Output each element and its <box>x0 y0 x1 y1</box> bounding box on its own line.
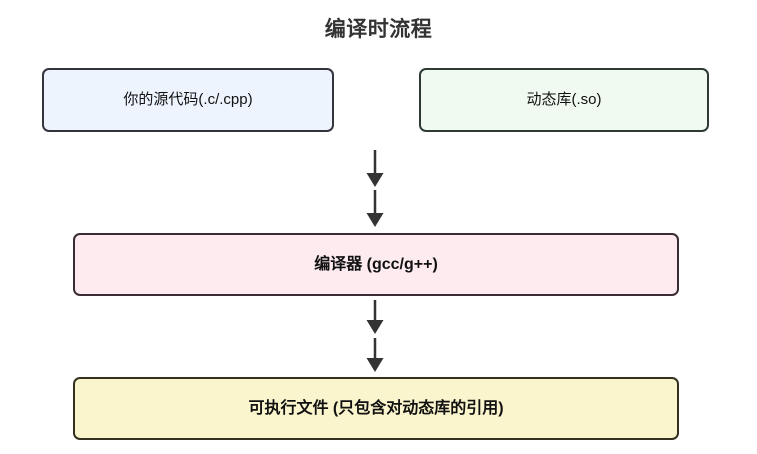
arrow-dynamic-library-to-compiler-icon <box>363 190 387 230</box>
node-source-code[interactable]: 你的源代码(.c/.cpp) <box>42 68 334 132</box>
node-executable-label: 可执行文件 (只包含对动态库的引用) <box>248 399 504 417</box>
page-title: 编译时流程 <box>324 18 433 41</box>
node-dynamic-library-label: 动态库(.so) <box>526 91 602 108</box>
node-dynamic-library[interactable]: 动态库(.so) <box>419 68 709 132</box>
node-compiler-label: 编译器 (gcc/g++) <box>314 255 438 273</box>
arrow-compiler-to-executable-secondary-icon <box>363 338 387 378</box>
arrow-source-to-compiler-icon <box>363 150 387 190</box>
node-compiler[interactable]: 编译器 (gcc/g++) <box>73 233 679 296</box>
arrow-compiler-to-executable-icon <box>363 300 387 340</box>
node-executable[interactable]: 可执行文件 (只包含对动态库的引用) <box>73 377 679 440</box>
node-source-code-label: 你的源代码(.c/.cpp) <box>123 91 253 108</box>
